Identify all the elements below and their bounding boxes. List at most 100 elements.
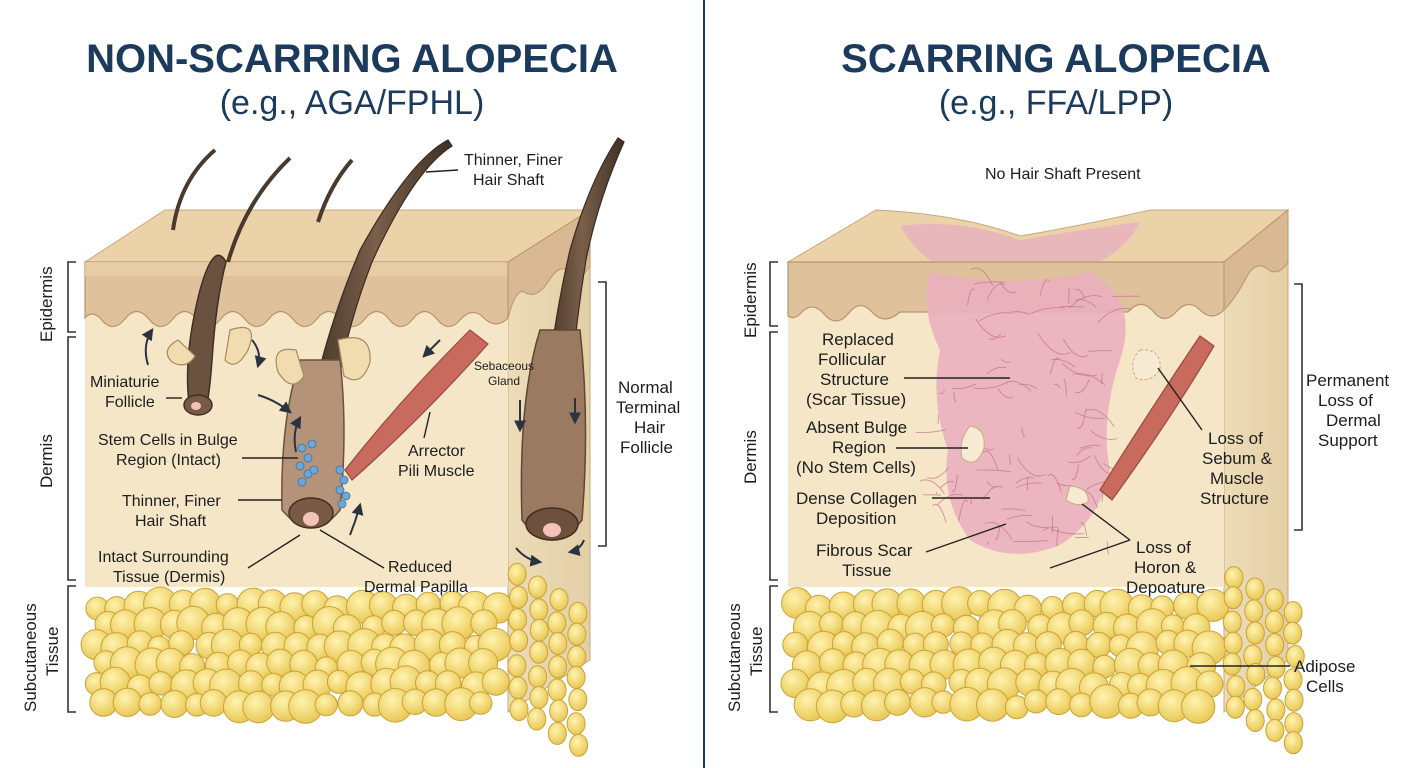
fat-cell — [1266, 655, 1286, 679]
left-subcutaneous-label-1: Subcutaneous — [21, 603, 40, 712]
fat-cell — [508, 608, 527, 632]
left-epidermis — [84, 261, 509, 328]
fat-cell — [507, 562, 527, 586]
fat-cell — [1181, 689, 1216, 724]
collagen-fiber — [1047, 474, 1062, 493]
fat-cell — [1283, 621, 1303, 645]
fat-cell — [381, 609, 408, 636]
label-absent-bulge: Absent Bulge Region (No Stem Cells) — [796, 418, 968, 477]
fat-cell — [527, 707, 547, 731]
collagen-fiber — [1074, 378, 1090, 394]
collagen-fiber — [1030, 307, 1066, 314]
collagen-fiber — [952, 383, 977, 390]
fat-cell — [1223, 586, 1243, 610]
collagen-fiber — [1097, 308, 1132, 324]
fat-cell — [568, 601, 588, 625]
collagen-fiber — [986, 366, 1007, 375]
label-fibrous-scar: Fibrous Scar Tissue — [816, 523, 1007, 580]
svg-text:Adipose Cells: Adipose Cells — [1294, 657, 1360, 696]
collagen-fiber — [1021, 426, 1026, 438]
collagen-fiber — [974, 381, 1008, 390]
collagen-fiber — [958, 499, 969, 521]
collagen-fiber — [1001, 508, 1026, 511]
label-normal-follicle: Normal Terminal Hair Follicle — [616, 378, 680, 457]
label-loss-horon: Loss of Horon & Depoature — [1049, 503, 1205, 597]
collagen-fiber — [1018, 383, 1038, 390]
left-fat-layer — [80, 562, 589, 757]
fat-cell — [1222, 652, 1242, 676]
collagen-fiber — [1039, 279, 1050, 296]
collagen-fiber — [982, 485, 1004, 501]
svg-text:Fibrous Scar Tissue: Fibrous Scar Tissue — [816, 541, 917, 580]
fat-cell — [1285, 644, 1305, 668]
collagen-fiber — [1050, 528, 1084, 535]
collagen-fiber — [966, 288, 975, 306]
fat-cell — [509, 698, 529, 721]
collagen-fiber — [932, 503, 947, 523]
fat-cell — [1283, 731, 1303, 755]
collagen-fiber — [986, 283, 1006, 300]
collagen-fiber — [1087, 350, 1112, 352]
fat-cell — [1264, 588, 1284, 612]
fat-cell — [1264, 610, 1284, 634]
fat-cell — [1023, 689, 1049, 714]
collagen-fiber — [952, 474, 958, 493]
fat-cell — [199, 689, 228, 717]
collagen-fiber — [937, 414, 939, 425]
collagen-fiber — [999, 282, 1017, 294]
fat-cell — [1263, 676, 1282, 700]
right-subtitle: (e.g., FFA/LPP) — [939, 84, 1173, 122]
collagen-fiber — [1068, 455, 1091, 464]
collagen-fiber — [1006, 514, 1033, 520]
fat-cell — [567, 645, 587, 669]
right-epidermis-label: Epidermis — [741, 262, 760, 338]
collagen-fiber — [1090, 429, 1118, 440]
fat-cell — [138, 692, 162, 716]
fat-cell — [1243, 687, 1263, 711]
right-title: SCARRING ALOPECIA — [841, 37, 1271, 81]
fat-cell — [112, 687, 143, 717]
fat-cell — [567, 622, 587, 646]
fat-cell — [528, 665, 548, 689]
label-loss-sebum: Loss of Sebum & Muscle Structure — [1157, 367, 1277, 508]
label-no-shaft: No Hair Shaft Present — [985, 166, 1141, 183]
stem-cell — [335, 485, 345, 495]
fat-cell — [509, 629, 529, 653]
label-replaced-structure: Replaced Follicular Structure (Scar Tiss… — [806, 330, 1010, 409]
left-epidermis-label: Epidermis — [37, 266, 56, 342]
left-title: NON-SCARRING ALOPECIA — [86, 37, 618, 81]
fat-cell — [549, 588, 569, 612]
svg-text:Loss of Sebum &: Loss of Sebum & Muscle Structure — [1200, 429, 1277, 508]
fat-cell — [1223, 631, 1243, 655]
fat-cell — [1225, 695, 1245, 719]
svg-text:Loss of Horon &: Loss of Horon & Depoature — [1126, 538, 1205, 597]
fat-cell — [547, 721, 567, 745]
collagen-fiber — [982, 450, 999, 471]
collagen-fiber — [1080, 522, 1088, 537]
collagen-fiber — [1008, 454, 1012, 465]
collagen-fiber — [1016, 457, 1046, 477]
collagen-fiber — [973, 281, 1005, 285]
stem-cell — [309, 465, 319, 475]
collagen-fiber — [986, 541, 989, 545]
fat-cell — [529, 618, 549, 642]
fat-cell — [507, 654, 527, 678]
collagen-fiber — [1062, 338, 1089, 358]
label-permanent-loss: Permanent Loss of Dermal Support — [1306, 371, 1389, 450]
collagen-fiber — [1061, 362, 1098, 377]
collagen-fiber — [919, 479, 945, 494]
scar-tissue-mass — [926, 272, 1126, 554]
collagen-fiber — [1063, 379, 1067, 396]
fat-cell — [1266, 698, 1286, 722]
collagen-fiber — [938, 389, 946, 395]
label-adipose: Adipose Cells — [1190, 657, 1360, 696]
collagen-fiber — [1076, 408, 1087, 429]
